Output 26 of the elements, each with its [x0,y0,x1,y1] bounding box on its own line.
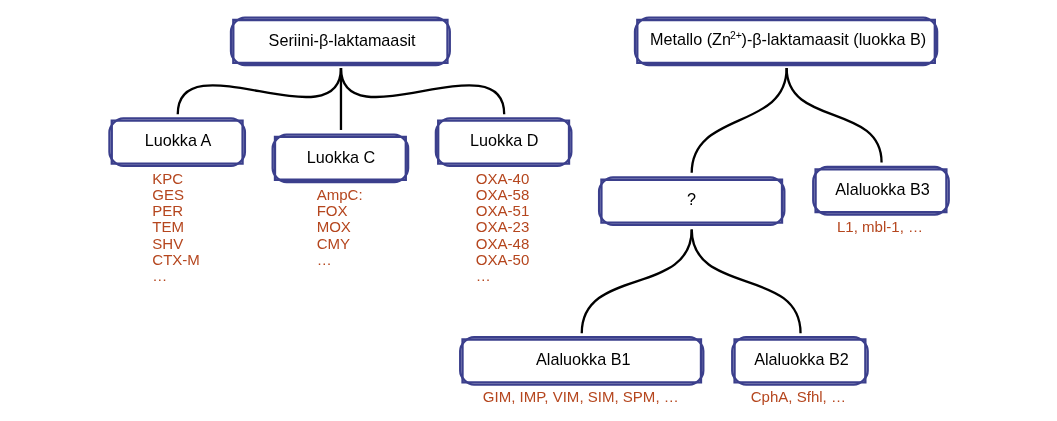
node-label: … [316,250,332,268]
node-label: SHV [152,234,184,252]
connector [690,228,802,333]
node-label: AmpC: [316,185,363,203]
node-label: GIM, IMP, VIM, SIM, SPM, … [482,387,679,405]
node-label: PER [152,201,184,219]
connector [690,67,788,173]
node-label: MOX [316,217,351,235]
connector [785,67,883,163]
node-label: … [475,266,491,284]
node-label: OXA-51 [475,201,530,219]
node-label: OXA-50 [475,250,530,268]
node-label: L1, mbl-1, … [837,217,924,235]
node-label: … [152,266,168,284]
node-label: OXA-40 [475,169,530,187]
connector [580,228,693,333]
node-label: CTX-M [152,250,200,268]
node-label: GES [152,185,185,203]
node-label: OXA-23 [475,217,530,235]
node-label: KPC [152,169,184,187]
node-label: CphA, Sfhl, … [750,387,847,405]
node-label: TEM [152,217,185,235]
node-label: OXA-48 [475,234,530,252]
node-label: CMY [316,234,351,252]
node-label: OXA-58 [475,185,530,203]
connector [339,67,506,115]
